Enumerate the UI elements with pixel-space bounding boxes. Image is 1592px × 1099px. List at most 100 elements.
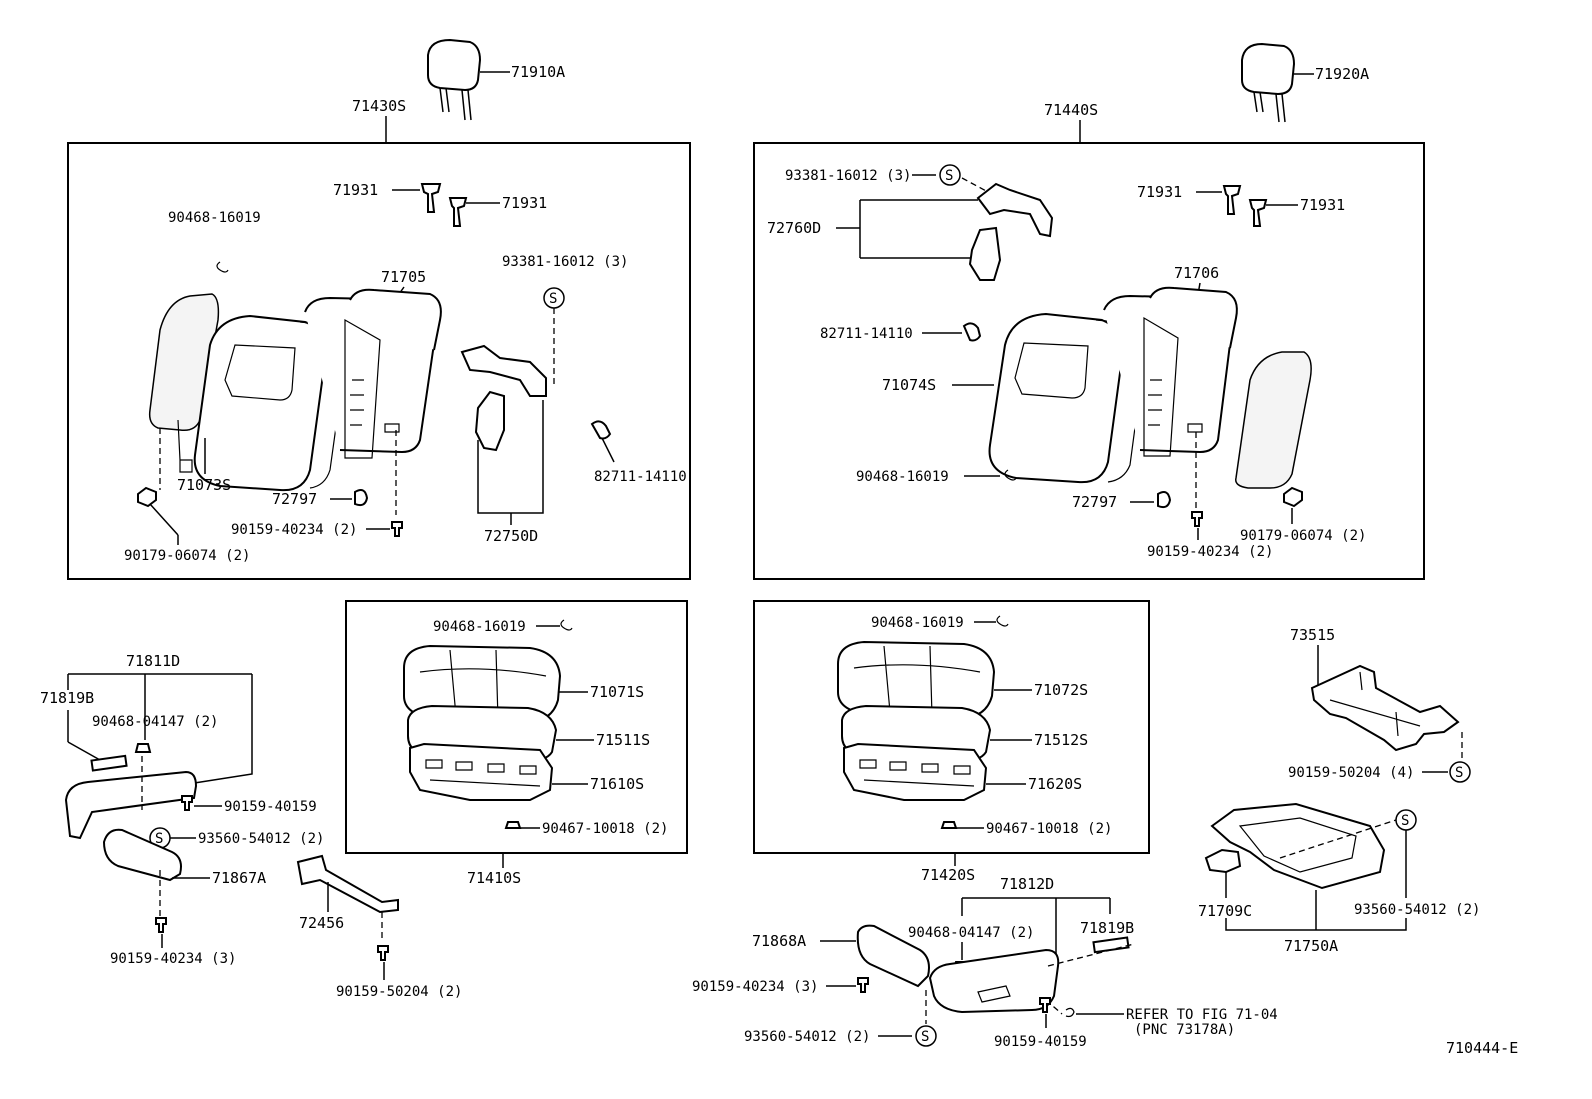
headrest-left (427, 38, 482, 121)
label-90468-04147-b: 90468-04147 (2) (908, 925, 1034, 941)
label-90179-b: 90179-06074 (2) (1240, 528, 1366, 544)
bolt-icon (857, 977, 869, 993)
label-90159-50204-b: 90159-50204 (4) (1288, 765, 1414, 781)
bolt-icon (181, 795, 193, 811)
label-71819B-b: 71819B (1080, 919, 1134, 937)
label-72797-b: 72797 (1072, 493, 1117, 511)
label-71931-a: 71931 (333, 181, 378, 199)
clip-icon (1157, 491, 1172, 509)
label-71440S: 71440S (1044, 101, 1098, 119)
seatback-cushion (988, 312, 1124, 484)
clip-icon (354, 489, 369, 507)
clip-icon (216, 261, 229, 273)
label-90159-40234-a: 90159-40234 (2) (231, 522, 357, 538)
bolt-icon (1191, 511, 1203, 527)
label-71867A: 71867A (212, 869, 266, 887)
s-mark-icon (939, 164, 961, 186)
label-72760D: 72760D (767, 219, 821, 237)
label-90159-40234-c: 90159-40234 (3) (110, 951, 236, 967)
headrest-guide-icon (420, 183, 442, 213)
label-90468-16019-d: 90468-16019 (871, 615, 964, 631)
seat-shield-lower (928, 948, 1060, 1014)
label-93381-a: 93381-16012 (3) (502, 254, 628, 270)
label-90468-16019-c: 90468-16019 (433, 619, 526, 635)
label-71610S: 71610S (590, 775, 644, 793)
label-71705: 71705 (381, 268, 426, 286)
label-71910A: 71910A (511, 63, 565, 81)
svg-text:S: S (155, 831, 163, 847)
clip-icon (940, 821, 958, 829)
label-72456: 72456 (299, 914, 344, 932)
label-71620S: 71620S (1028, 775, 1082, 793)
bracket-72456 (296, 854, 399, 914)
label-pnc: (PNC 73178A) (1134, 1022, 1235, 1038)
label-71920A: 71920A (1315, 65, 1369, 83)
headrest-guide-icon (1222, 185, 1242, 215)
svg-text:S: S (1455, 765, 1463, 781)
clip-icon (962, 322, 982, 342)
bolt-icon (377, 945, 389, 961)
s-mark-icon (1449, 761, 1471, 783)
seatback-cushion (193, 314, 327, 492)
label-71706: 71706 (1174, 264, 1219, 282)
label-plate-icon (90, 754, 128, 772)
label-90468-16019-a: 90468-16019 (168, 210, 261, 226)
label-90468-16019-b: 90468-16019 (856, 469, 949, 485)
label-71750A: 71750A (1284, 937, 1338, 955)
clip-icon (590, 420, 612, 440)
seat-cushion-frame (843, 742, 988, 801)
label-71812D: 71812D (1000, 875, 1054, 893)
seat-cushion-right-box (753, 600, 1150, 854)
label-71071S: 71071S (590, 683, 644, 701)
label-71511S: 71511S (596, 731, 650, 749)
label-90467-a: 90467-10018 (2) (542, 821, 668, 837)
seat-shield-lower (64, 770, 198, 840)
label-93560-c: 93560-54012 (2) (744, 1029, 870, 1045)
label-71072S: 71072S (1034, 681, 1088, 699)
label-93560-a: 93560-54012 (2) (198, 831, 324, 847)
bolt-icon (1039, 997, 1051, 1013)
nut-icon (1283, 486, 1303, 508)
label-90159-40234-b: 90159-40234 (2) (1147, 544, 1273, 560)
recliner-handle (968, 226, 1002, 281)
label-71931-d: 71931 (1300, 196, 1345, 214)
recliner-cover (460, 344, 547, 397)
nut-icon (137, 486, 157, 508)
svg-text:S: S (921, 1029, 929, 1045)
label-71819B-a: 71819B (40, 689, 94, 707)
seat-side-shield (1235, 351, 1312, 489)
label-refer: REFER TO FIG 71-04 (1126, 1007, 1278, 1023)
recliner-handle (474, 390, 505, 452)
clip-icon (1065, 1007, 1075, 1018)
clip-icon (134, 743, 152, 753)
headrest-right (1241, 42, 1296, 123)
svg-text:S: S (1401, 813, 1409, 829)
label-90159-40234-d: 90159-40234 (3) (692, 979, 818, 995)
tray-latch (1204, 848, 1242, 874)
label-90159-50204-a: 90159-50204 (2) (336, 984, 462, 1000)
label-93381-b: 93381-16012 (3) (785, 168, 911, 184)
label-73515: 73515 (1290, 626, 1335, 644)
label-93560-b: 93560-54012 (2) (1354, 902, 1480, 918)
seat-tray (1210, 802, 1386, 890)
label-71709C: 71709C (1198, 902, 1252, 920)
label-82711-b: 82711-14110 (820, 326, 913, 342)
seatback-assembly-right-box (753, 142, 1425, 580)
seat-cushion-frame (409, 742, 554, 801)
bolt-icon (155, 917, 167, 933)
headrest-guide-icon (1248, 199, 1268, 227)
bolt-icon (391, 521, 403, 537)
clip-icon (1004, 469, 1017, 481)
label-71074S: 71074S (882, 376, 936, 394)
seat-cushion-left-box (345, 600, 688, 854)
headrest-guide-icon (448, 197, 468, 227)
recliner-cover (976, 182, 1054, 238)
label-71811D: 71811D (126, 652, 180, 670)
label-90467-b: 90467-10018 (2) (986, 821, 1112, 837)
label-71430S: 71430S (352, 97, 406, 115)
side-shield-cover (856, 924, 930, 988)
label-72750D: 72750D (484, 527, 538, 545)
s-mark-icon (915, 1025, 937, 1047)
side-shield-cover (102, 828, 182, 882)
